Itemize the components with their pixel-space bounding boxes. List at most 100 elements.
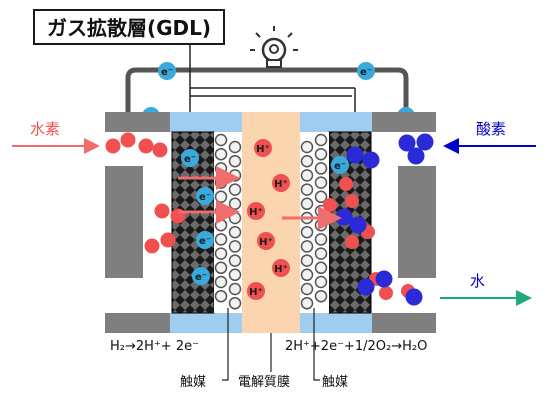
catalyst-particle: [214, 218, 228, 232]
proton-label: H⁺: [256, 144, 270, 155]
membrane-label: 電解質膜: [238, 375, 290, 390]
electron-label: e⁻: [199, 192, 211, 203]
catalyst-particle: [228, 240, 242, 253]
lightbulb-icon: [250, 26, 298, 68]
proton: [272, 174, 290, 192]
catalyst-particle: [314, 275, 328, 289]
catalyst-particle: [300, 240, 314, 253]
catalyst-particle: [228, 211, 242, 225]
title: ガス拡散層(GDL): [47, 16, 211, 40]
catalyst-particle: [300, 296, 314, 310]
circuit-wire: [125, 67, 409, 112]
proton: [247, 202, 265, 220]
catalyst-particle: [314, 190, 328, 204]
title-box: [33, 9, 225, 45]
electron-wire-left: e⁻: [158, 62, 176, 80]
catalyst-particle: [300, 225, 314, 239]
catalyst-particle: [314, 162, 328, 175]
hydrogen-atom: [160, 232, 176, 248]
catalyst-particle: [314, 176, 328, 189]
catalyst-particle: [300, 169, 314, 182]
hydrogen-label: 水素: [30, 120, 60, 138]
oxygen-atom: [349, 216, 367, 234]
protons: H⁺H⁺H⁺H⁺H⁺H⁺: [247, 139, 290, 300]
catalyst-left-leader: [222, 308, 229, 381]
hydrogen-atom: [154, 203, 170, 219]
hydrogen-atom: [152, 142, 168, 158]
catalyst-particle: [228, 140, 242, 154]
proton-label: H⁺: [249, 287, 263, 298]
electron: [196, 231, 214, 249]
cathode-reaction: 2H⁺+2e⁻+1/2O₂→H₂O: [285, 339, 427, 354]
oxygen-atom: [346, 146, 364, 164]
catalyst-particle: [300, 154, 314, 168]
right-separator-plate: [372, 112, 436, 333]
catalyst-particle: [300, 140, 314, 154]
catalyst-particle: [214, 261, 228, 275]
catalyst-particle: [214, 162, 228, 175]
catalyst-left-label: 触媒: [180, 375, 206, 390]
catalyst-particle: [228, 268, 242, 282]
catalyst-particle: [300, 254, 314, 267]
electron-label: e⁻: [195, 272, 207, 283]
catalyst-particle: [314, 133, 328, 147]
electron: [331, 156, 349, 174]
hydrogen-atom: [120, 132, 136, 148]
oxygen-atom: [398, 134, 416, 152]
proton: [272, 259, 290, 277]
catalyst-particle: [314, 247, 328, 260]
left-separator-plate: [105, 112, 170, 333]
catalyst-particle: [300, 183, 314, 196]
catalyst-particle: [228, 183, 242, 196]
proton: [257, 232, 275, 250]
catalyst-particle: [214, 147, 228, 161]
proton: [254, 139, 272, 157]
hydrogen-atom: [138, 138, 154, 154]
oxygen-atom: [407, 147, 425, 165]
catalyst-particle: [228, 282, 242, 296]
catalyst-right-label: 触媒: [322, 375, 348, 390]
proton-label: H⁺: [259, 237, 273, 248]
catalyst-particle: [214, 233, 228, 246]
catalyst-particle: [314, 147, 328, 161]
catalyst-particle: [300, 282, 314, 296]
hydrogen-atom: [105, 138, 121, 154]
catalyst-particle: [314, 261, 328, 275]
catalyst-particle: [214, 247, 228, 260]
proton-label: H⁺: [274, 264, 288, 275]
hydrogen-atom: [323, 198, 337, 212]
oxygen-atom: [357, 278, 375, 296]
catalyst-particle: [300, 268, 314, 282]
electron-label: e⁻: [334, 161, 346, 172]
catalyst-particle: [228, 154, 242, 168]
catalyst-particle: [214, 133, 228, 147]
hydrogen-atom: [379, 286, 393, 300]
electron-label: e⁻: [184, 154, 196, 165]
electron: [192, 267, 210, 285]
hydrogen-atom: [144, 238, 160, 254]
oxygen-atom: [416, 133, 434, 151]
oxygen-label: 酸素: [476, 120, 506, 138]
catalyst-particle: [314, 218, 328, 232]
catalyst-particle: [300, 197, 314, 211]
proton: [247, 282, 265, 300]
catalyst-particle: [214, 289, 228, 303]
proton-label: H⁺: [274, 179, 288, 190]
svg-text:e⁻: e⁻: [360, 67, 372, 78]
catalyst-particle: [228, 225, 242, 239]
hydrogen-atom: [339, 177, 353, 191]
catalyst-particles-right: [300, 133, 328, 310]
electron: [196, 187, 214, 205]
catalyst-particle: [314, 233, 328, 246]
catalyst-particle: [214, 275, 228, 289]
water-label: 水: [470, 272, 485, 290]
svg-text:e⁻: e⁻: [161, 67, 173, 78]
catalyst-particle: [228, 254, 242, 267]
catalyst-particle: [214, 190, 228, 204]
catalyst-particle: [228, 197, 242, 211]
hydrogen-atom: [345, 194, 359, 208]
hydrogen-atom: [345, 235, 359, 249]
oxygen-atom: [375, 270, 393, 288]
oxygen-atom: [362, 151, 380, 169]
electrons-in-gdl: e⁻e⁻e⁻e⁻e⁻: [181, 149, 349, 285]
